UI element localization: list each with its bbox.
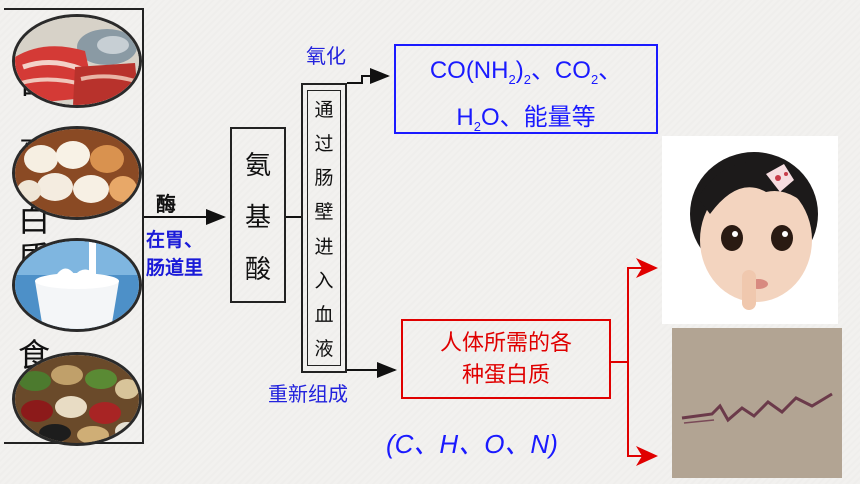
amino-acid-char: 氨 — [244, 150, 271, 181]
absorption-char: 液 — [314, 338, 334, 361]
absorption-box: 通 过 肠 壁 进 入 血 液 — [301, 83, 347, 373]
absorption-char: 通 — [314, 98, 334, 121]
body-protein-box: 人体所需的各 种蛋白质 — [401, 319, 611, 399]
oxidation-label: 氧化 — [306, 44, 346, 68]
protein-box-line2: 种蛋白质 — [461, 363, 550, 388]
absorption-char: 肠 — [314, 167, 334, 190]
beans-image — [12, 352, 142, 446]
wound-healing-photo — [672, 328, 842, 478]
digestion-site-line1: 在胃、 — [146, 229, 204, 251]
milk-image — [12, 238, 142, 332]
oxidation-products-box: CO(NH2)2、CO2、 H2O、能量等 — [394, 44, 658, 134]
amino-acid-box: 氨 基 酸 — [230, 127, 286, 303]
protein-bracket — [627, 267, 640, 457]
eggs-image — [12, 126, 142, 220]
absorption-char: 入 — [314, 269, 334, 292]
digestion-site-line2: 肠道里 — [146, 257, 204, 279]
absorption-char: 进 — [314, 235, 334, 258]
amino-acid-char: 酸 — [244, 254, 271, 285]
absorption-char: 血 — [314, 304, 334, 327]
products-line1: CO(NH2)2、CO2、 — [429, 57, 623, 87]
amino-acid-char: 基 — [244, 202, 271, 233]
absorption-char: 过 — [314, 132, 334, 155]
products-line2: H2O、能量等 — [456, 103, 596, 134]
elements-label: (C、H、O、N) — [386, 429, 558, 459]
resynthesis-label: 重新组成 — [268, 382, 348, 406]
absorption-box-inner: 通 过 肠 壁 进 入 血 液 — [307, 90, 341, 366]
oxidation-arrow — [347, 68, 390, 84]
meat-image — [12, 14, 142, 108]
enzyme-label: 酶 — [156, 192, 176, 216]
baby-photo — [662, 136, 838, 324]
absorption-char: 壁 — [314, 201, 334, 224]
protein-box-line1: 人体所需的各 — [439, 331, 572, 356]
